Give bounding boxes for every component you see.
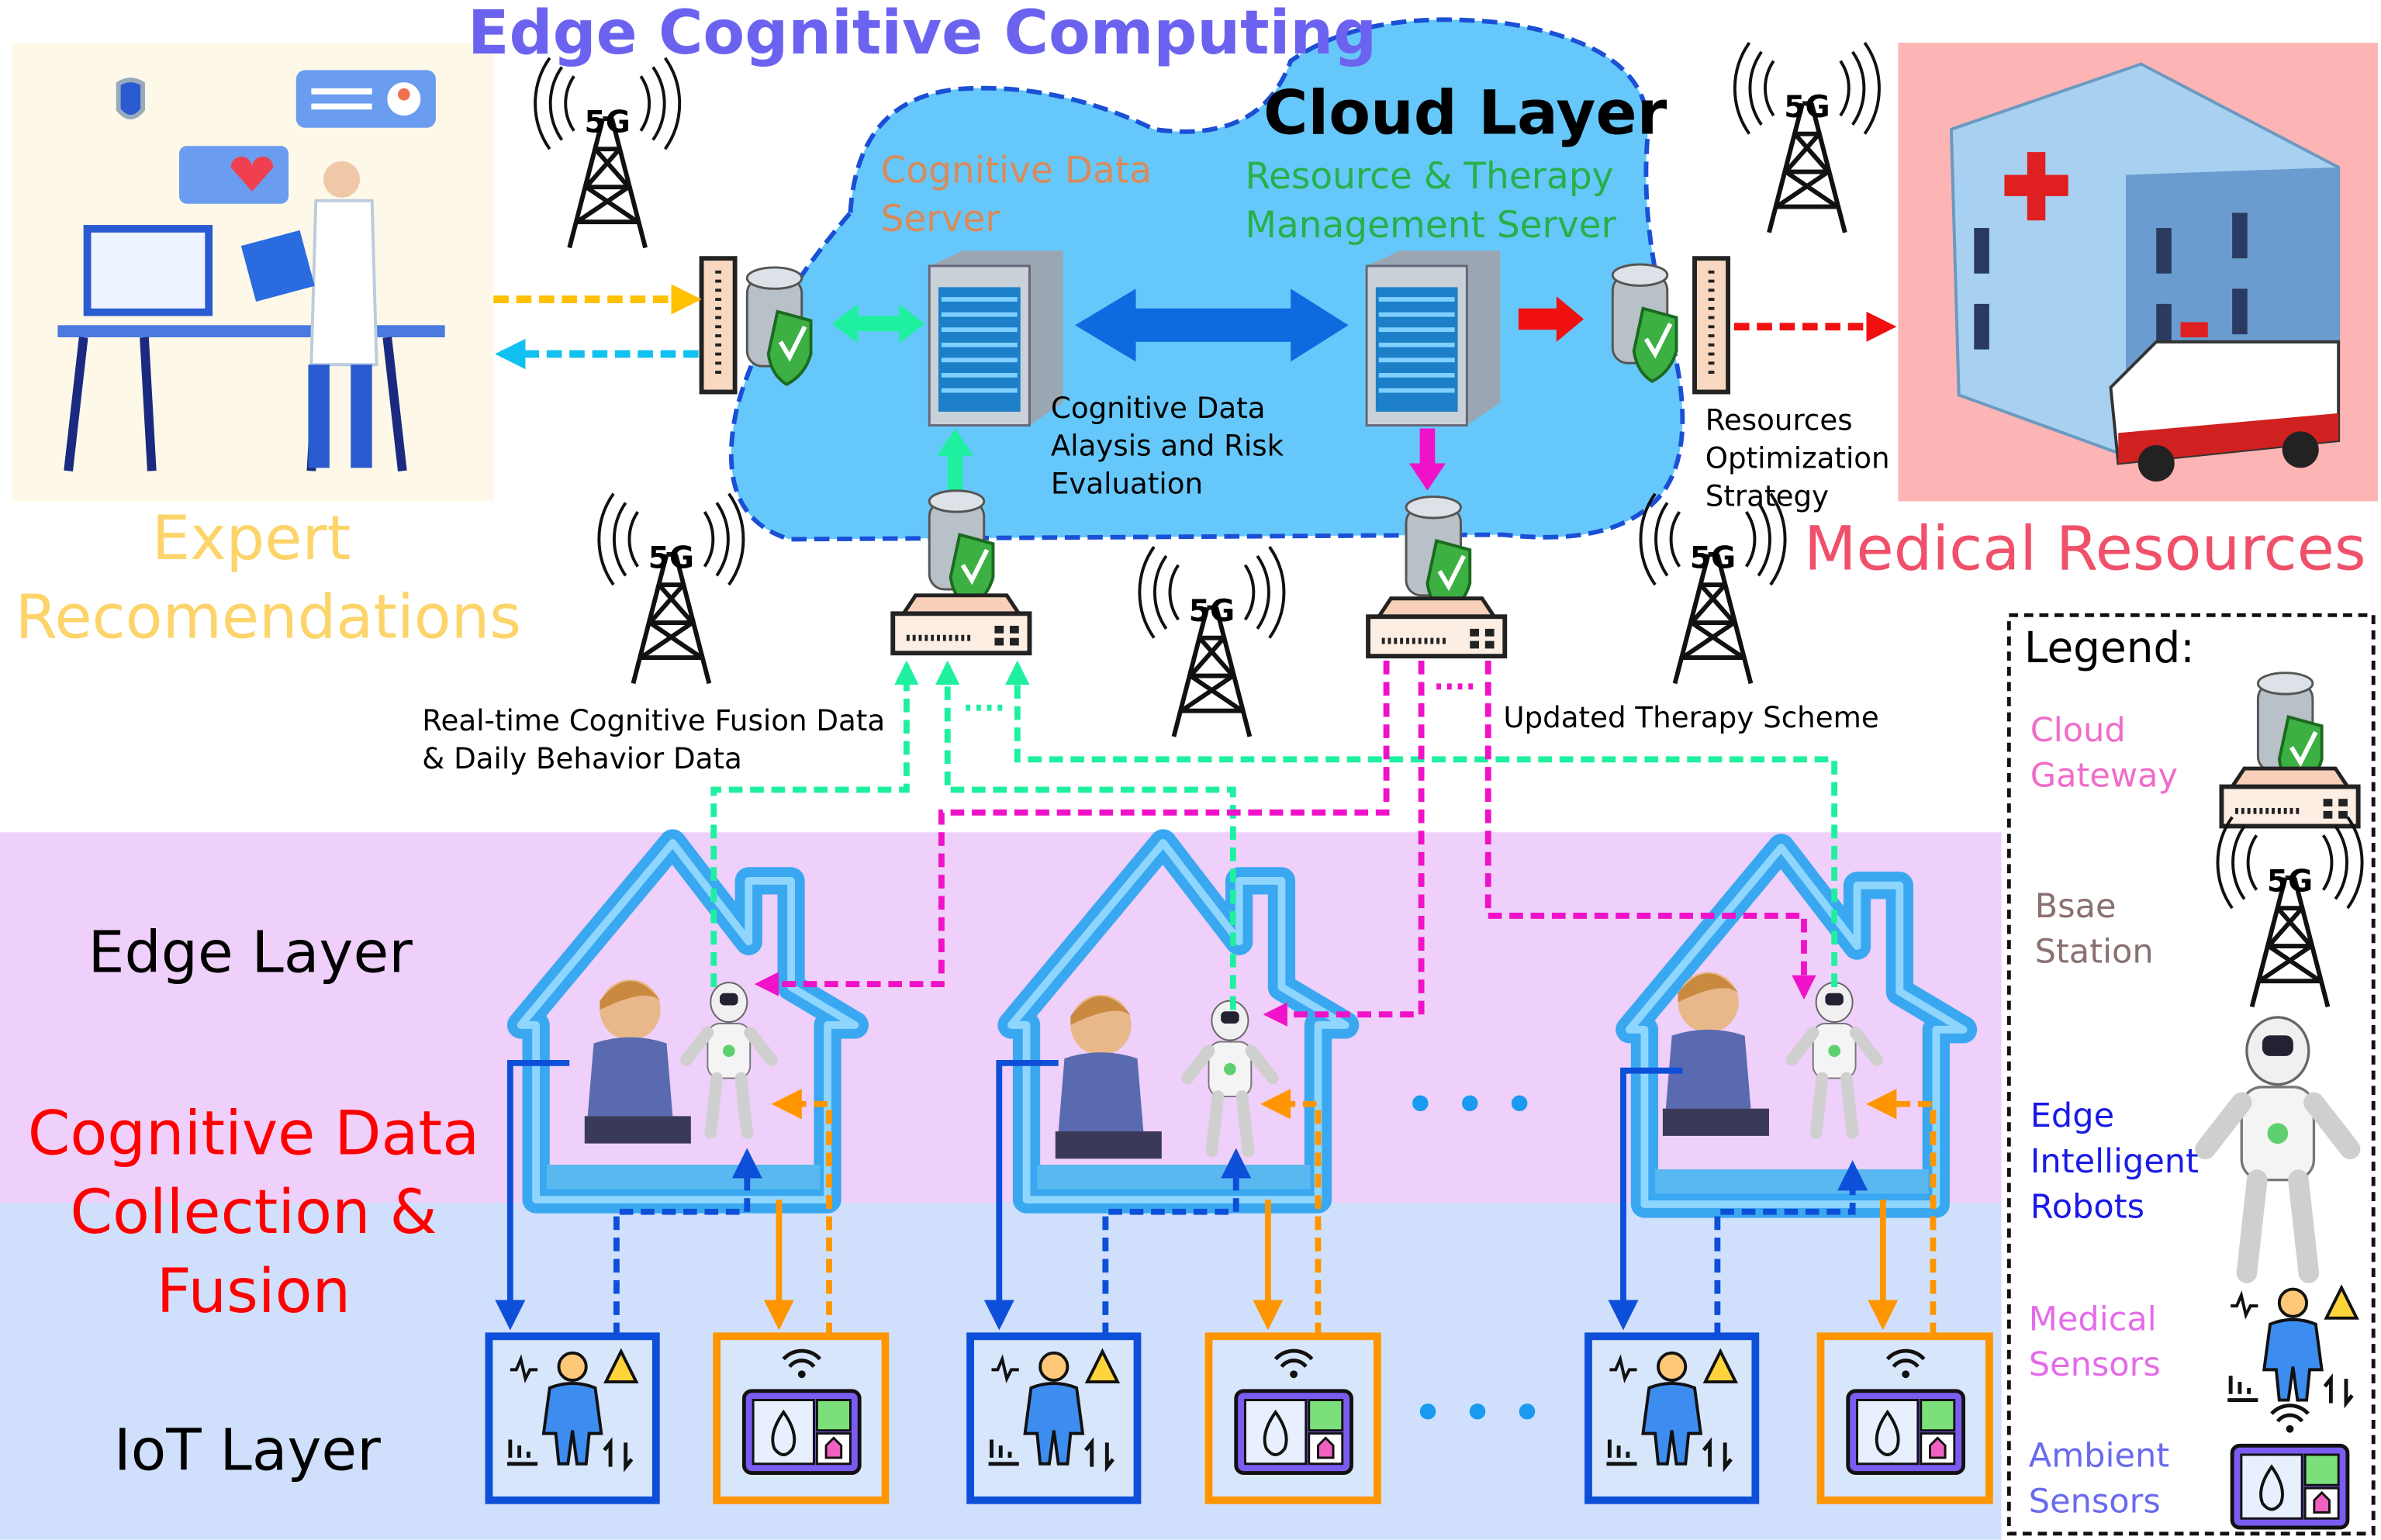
svg-text:5G: 5G xyxy=(2267,865,2313,899)
red-arrow xyxy=(1518,296,1584,342)
5g-tower-icon: 5G xyxy=(1640,494,1785,684)
edge-layer-label: Edge Layer xyxy=(88,918,413,986)
green-up-arrow xyxy=(937,428,974,494)
hospital-panel: AMBULANCE xyxy=(1898,43,2379,502)
bidirectional-arrow xyxy=(1075,288,1349,362)
svg-text:5G: 5G xyxy=(1690,541,1736,576)
cloud-layer-label: Cloud Layer xyxy=(1263,78,1667,149)
medical-sensor-box xyxy=(1584,1332,1760,1504)
svg-text:5G: 5G xyxy=(648,541,694,576)
resource-server-icon xyxy=(1367,250,1500,425)
diagram-title: Edge Cognitive Computing xyxy=(468,0,1377,68)
medical-sensor-box xyxy=(966,1332,1142,1504)
downlink-data-label: Updated Therapy Scheme xyxy=(1503,700,1878,734)
cognitive-data-server-icon xyxy=(929,250,1063,425)
ambient-sensor-box xyxy=(1816,1332,1993,1504)
ambulance-icon: AMBULANCE xyxy=(2109,322,2341,482)
5g-tower-icon: 5G xyxy=(1139,547,1284,737)
hospital-gateway xyxy=(1612,256,1731,395)
iot-links xyxy=(495,1059,832,1337)
5g-tower-icon: 5G xyxy=(1735,43,1879,233)
more-devices-ellipsis: • • • xyxy=(1412,1382,1543,1445)
medical-sensor-box xyxy=(485,1332,660,1504)
ambient-sensor-box xyxy=(1204,1332,1381,1504)
heart-card-icon xyxy=(179,146,289,204)
ambient-sensor-box xyxy=(713,1332,890,1504)
svg-text:5G: 5G xyxy=(1189,594,1235,629)
doctor-icon xyxy=(323,161,361,198)
red-cross-icon xyxy=(2004,174,2068,196)
5g-tower-icon: 5G xyxy=(535,58,679,248)
uplink-data-label: Real-time Cognitive Fusion Data& Daily B… xyxy=(422,703,885,775)
expert-panel xyxy=(12,43,494,502)
5g-tower-icon: 5G xyxy=(2217,817,2362,1007)
magenta-down-arrow xyxy=(1408,428,1446,491)
downlink-flows xyxy=(754,661,1816,1027)
iot-links xyxy=(1608,1067,1937,1337)
more-homes-ellipsis: • • • xyxy=(1405,1073,1536,1137)
svg-text:5G: 5G xyxy=(584,105,630,140)
iot-links xyxy=(983,1059,1322,1337)
iot-layer-label: IoT Layer xyxy=(114,1417,381,1484)
legend-title: Legend: xyxy=(2024,623,2195,672)
gateway-server-arrow xyxy=(831,303,925,344)
expert-gateway xyxy=(699,256,811,395)
shield-icon xyxy=(116,78,145,120)
svg-text:5G: 5G xyxy=(1784,90,1830,125)
5g-tower-icon: 5G xyxy=(599,494,743,684)
uplink-flows xyxy=(710,660,1838,1010)
medical-resources-label: Medical Resources xyxy=(1804,514,2366,585)
